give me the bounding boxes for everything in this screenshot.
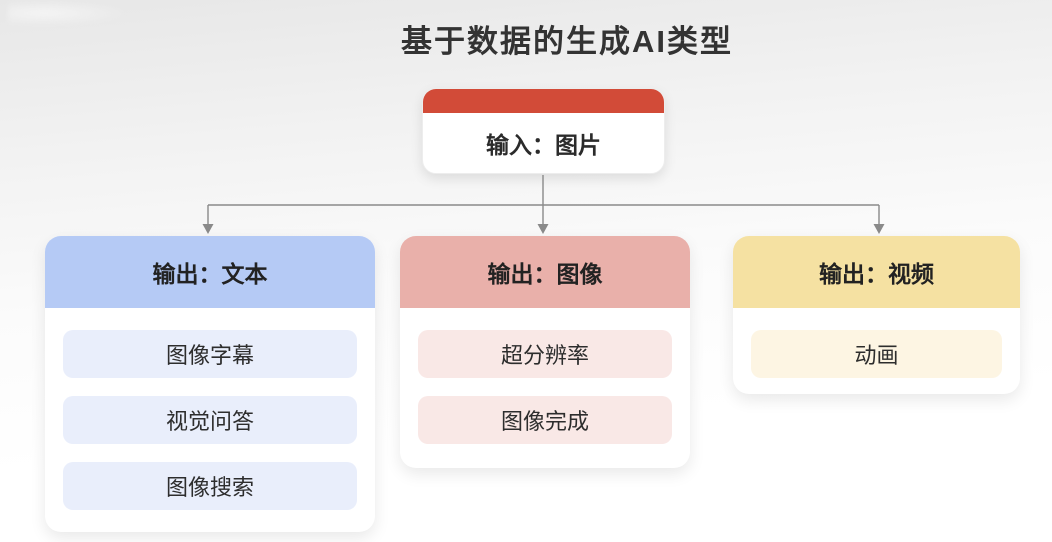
output-video-card: 输出：视频 动画	[733, 236, 1020, 394]
output-image-body: 超分辨率 图像完成	[400, 308, 690, 444]
output-image-card: 输出：图像 超分辨率 图像完成	[400, 236, 690, 468]
arrowhead-left	[202, 224, 214, 234]
diagram-title: 基于数据的生成AI类型	[401, 24, 733, 59]
output-video-body: 动画	[733, 308, 1020, 378]
list-item-visual-qa: 视觉问答	[63, 396, 357, 444]
arrowhead-middle	[537, 224, 549, 234]
list-item-image-search: 图像搜索	[63, 462, 357, 510]
input-node-accent-bar	[423, 89, 664, 113]
list-item-image-completion: 图像完成	[418, 396, 672, 444]
input-node: 输入：图片	[422, 88, 665, 174]
output-image-header: 输出：图像	[400, 236, 690, 308]
output-text-card: 输出：文本 图像字幕 视觉问答 图像搜索	[45, 236, 375, 532]
watermark	[8, 0, 128, 26]
input-node-label: 输入：图片	[486, 132, 601, 158]
output-text-body: 图像字幕 视觉问答 图像搜索	[45, 308, 375, 510]
list-item-super-resolution: 超分辨率	[418, 330, 672, 378]
arrowhead-right	[873, 224, 885, 234]
list-item-image-captioning: 图像字幕	[63, 330, 357, 378]
output-text-header: 输出：文本	[45, 236, 375, 308]
output-video-header: 输出：视频	[733, 236, 1020, 308]
list-item-animation: 动画	[751, 330, 1002, 378]
